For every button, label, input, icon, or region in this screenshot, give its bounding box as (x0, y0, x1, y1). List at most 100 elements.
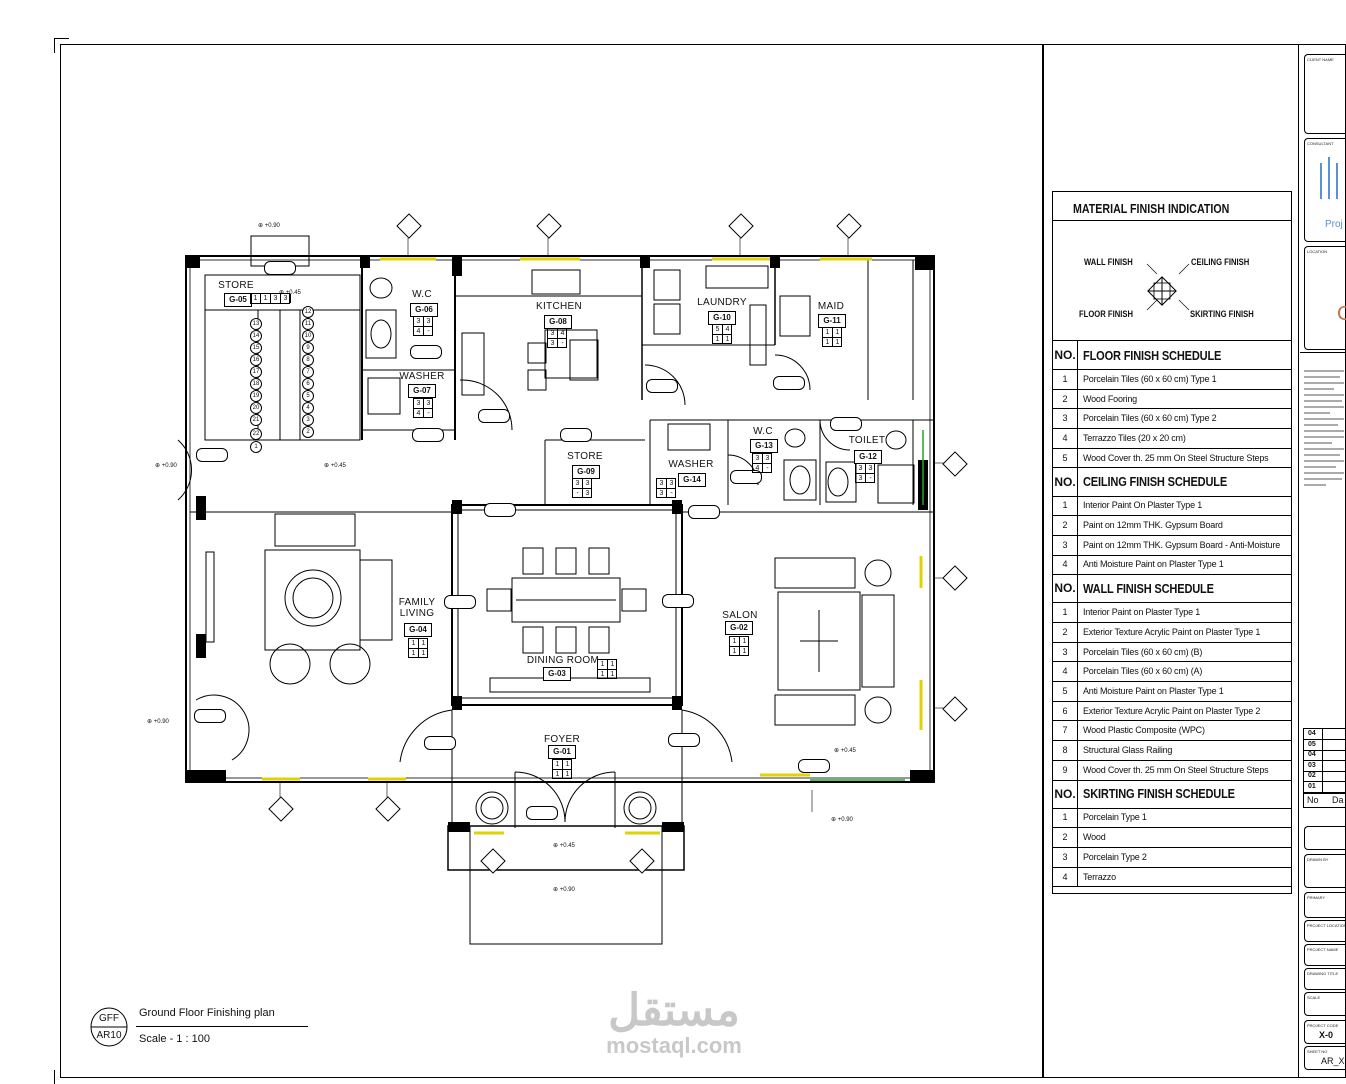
plan-code-bubble (90, 1007, 128, 1047)
schedule-item-no: 1 (1053, 369, 1078, 389)
finish-code: 1 (608, 660, 617, 670)
project-code-partial: X-0 (1319, 1030, 1334, 1040)
finish-code: 4 (414, 409, 424, 418)
door-tag (484, 503, 516, 517)
finish-code: 1 (823, 328, 833, 338)
finish-code: 4 (558, 329, 567, 339)
schedule-item-no: 7 (1053, 720, 1078, 741)
project-location-box: PROJECT LOCATION (1304, 920, 1346, 942)
stair-step: 17 (250, 366, 262, 378)
room-name: FOYER (544, 734, 580, 745)
room-name: FAMILY LIVING (398, 597, 436, 619)
plan-panel-divider (1042, 44, 1044, 1078)
schedule-header: NO.SKIRTING FINISH SCHEDULE (1053, 779, 1291, 809)
door-tag (646, 379, 678, 393)
finish-code: 1 (553, 760, 563, 770)
stair-step: 14 (250, 330, 262, 342)
drawn-by-box: DRAWN BY (1304, 854, 1346, 888)
level-marker: ⊕ +0.90 (831, 817, 853, 823)
stair-step: 1 (250, 441, 262, 453)
finish-code: 3 (657, 489, 667, 498)
schedule-item-text: Anti Moisture Paint on Plaster Type 1 (1083, 559, 1224, 570)
location-partial-glyph: C (1337, 303, 1346, 325)
plan-code-bottom: AR10 (96, 1030, 122, 1041)
title-block-strip (1298, 44, 1346, 1078)
room-tag: G-01 (548, 745, 576, 759)
revision-row: 01 (1304, 782, 1346, 793)
scale-box: SCALE (1304, 992, 1346, 1016)
level-value: +0.90 (161, 463, 177, 469)
door-tag (264, 261, 296, 275)
finish-code: 3 (414, 399, 424, 409)
stair-step: 20 (250, 402, 262, 414)
finish-code: - (427, 328, 430, 335)
revision-row: 05 (1304, 739, 1346, 751)
schedule-item-no: 2 (1053, 515, 1078, 535)
schedule-item-no: 1 (1053, 602, 1078, 622)
sheet-number-partial: AR_X- (1321, 1056, 1346, 1066)
schedule-item-text: Anti Moisture Paint on Plaster Type 1 (1083, 685, 1224, 696)
finish-code: 4 (723, 325, 732, 335)
finish-code: 3 (548, 339, 558, 348)
stair-step: 5 (302, 390, 314, 402)
finish-code: 1 (553, 770, 563, 779)
schedule-item-no: 4 (1053, 554, 1078, 575)
schedule-item-no: 2 (1053, 827, 1078, 847)
door-tag (688, 505, 720, 519)
schedule-title: CEILING FINISH SCHEDULE (1083, 474, 1228, 489)
level-value: +0.90 (153, 719, 169, 725)
revision-no-label: No (1307, 795, 1319, 805)
plan-scale: Scale - 1 : 100 (139, 1033, 210, 1045)
room-name: DINING ROOM (526, 655, 600, 666)
project-name-box: PROJECT NAME (1304, 944, 1346, 966)
room-tag: G-09 (572, 465, 600, 479)
finish-code: 1 (730, 647, 740, 656)
stair-step: 22 (250, 428, 262, 440)
schedule-item-text: Porcelain Tiles (60 x 60 cm) (B) (1083, 646, 1203, 657)
schedule-item-no: 9 (1053, 759, 1078, 780)
legend-leaders (1146, 263, 1190, 311)
finish-code: 5 (713, 325, 723, 335)
legend-floor-finish: FLOOR FINISH (1079, 309, 1133, 319)
finish-code: 1 (421, 650, 426, 657)
schedule-no-label: NO. (1053, 341, 1078, 369)
room-tag: G-11 (818, 314, 846, 328)
finish-code: 1 (563, 760, 572, 770)
room-name: WASHER (668, 459, 714, 470)
finish-code: 3 (414, 317, 424, 327)
finish-code: - (766, 465, 769, 472)
finish-code: 3 (271, 294, 281, 303)
revision-col-divider (1322, 729, 1323, 739)
finish-code: 1 (713, 335, 723, 344)
finish-code: 3 (548, 329, 558, 339)
schedule-item-text: Wood Cover th. 25 mm On Steel Structure … (1083, 452, 1269, 463)
room-tag: G-04 (404, 623, 432, 637)
finish-code: 3 (667, 479, 676, 489)
finish-code: 1 (740, 637, 749, 647)
level-value: +0.90 (559, 887, 575, 893)
door-tag (773, 376, 805, 390)
schedule-title: FLOOR FINISH SCHEDULE (1083, 347, 1222, 363)
project-box (1304, 826, 1346, 850)
finish-code: 1 (742, 648, 747, 655)
finish-code: - (670, 490, 673, 497)
finish-code: 1 (833, 328, 842, 338)
door-tag (560, 428, 592, 442)
location-box: LOCATION C (1304, 246, 1346, 350)
finish-code: 3 (573, 479, 583, 489)
finish-code: 1 (823, 338, 833, 347)
revision-row: 03 (1304, 760, 1346, 772)
finish-code: 3 (424, 399, 433, 409)
door-tag (830, 417, 862, 431)
revision-number: 01 (1308, 783, 1316, 790)
stair-step: 7 (302, 366, 314, 378)
door-tag (668, 733, 700, 747)
stair-step: 18 (250, 378, 262, 390)
level-value: +0.90 (264, 223, 280, 229)
